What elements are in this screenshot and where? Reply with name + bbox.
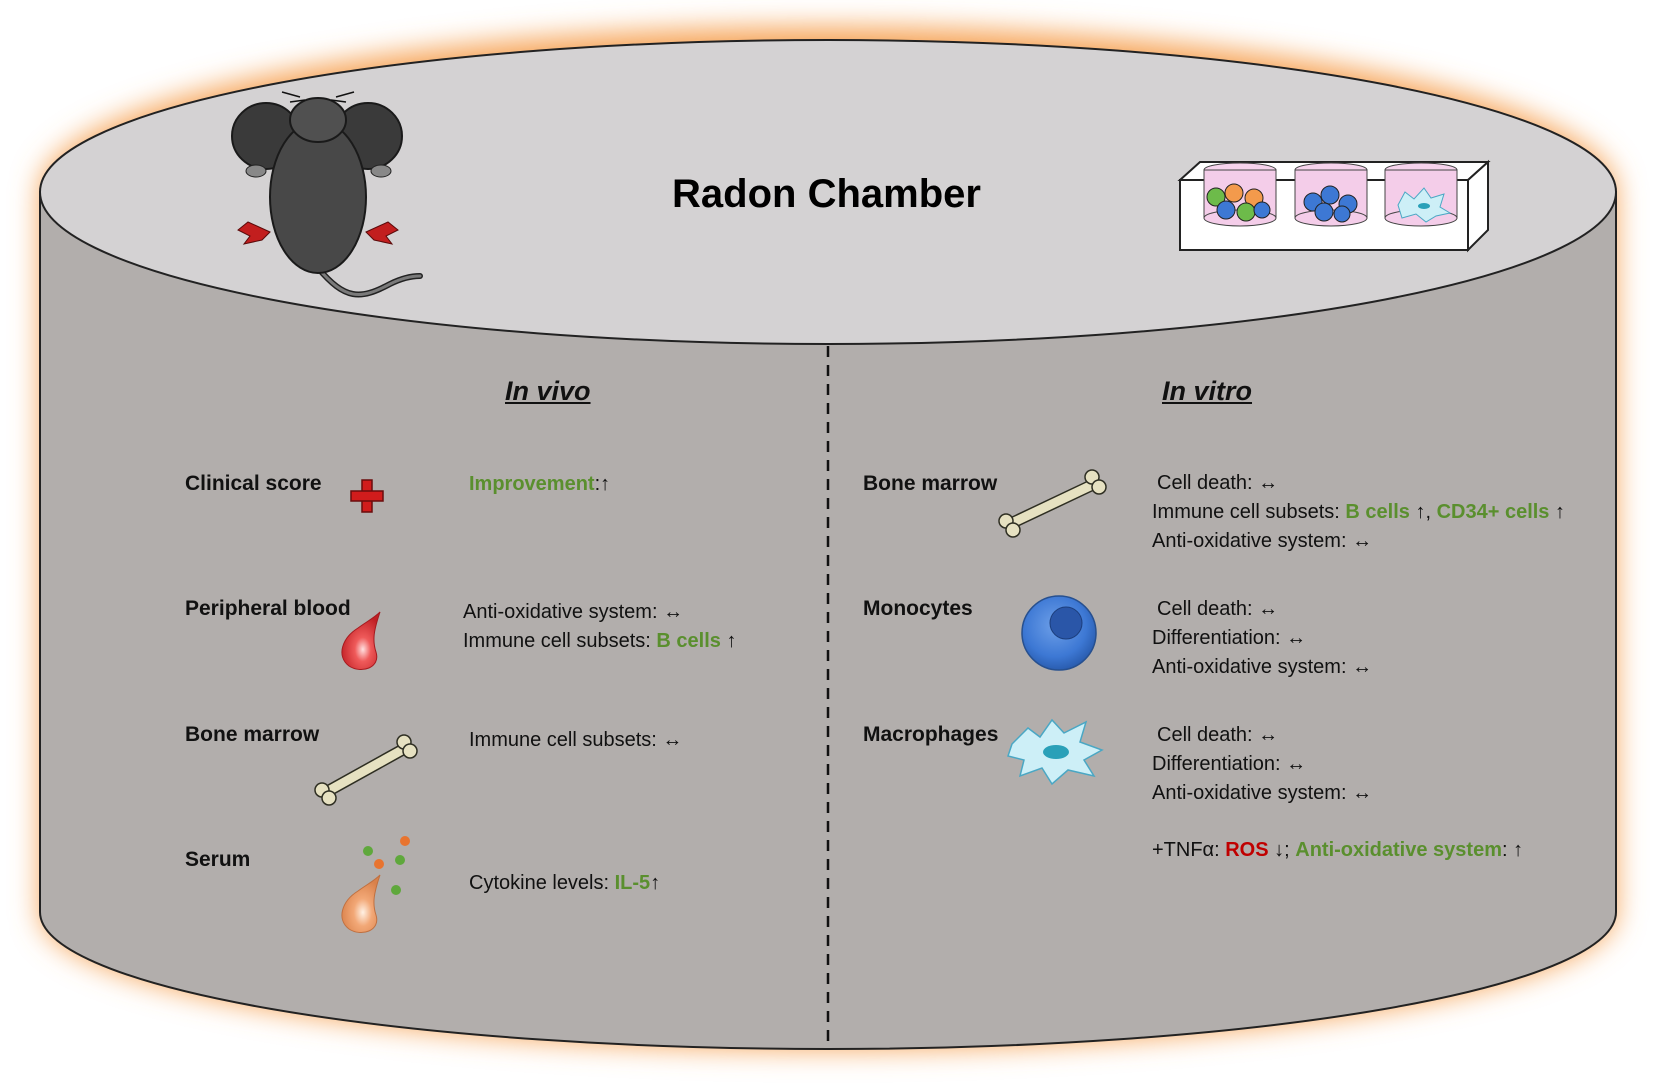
value-segment: Immune cell subsets: ↔ — [469, 729, 683, 751]
value-segment: +TNFα: — [1152, 839, 1226, 861]
mouse-icon — [231, 91, 423, 298]
in-vivo-label-serum: Serum — [185, 848, 251, 871]
value-segment: Anti-oxidative system — [1295, 839, 1502, 861]
in-vivo-bone-marrow-line: Immune cell subsets: ↔ — [469, 729, 682, 752]
in-vivo-heading: In vivo — [505, 376, 591, 406]
value-segment: Anti-oxidative system: ↔ — [463, 601, 684, 623]
in-vivo-label-bone-marrow: Bone marrow — [185, 723, 320, 746]
in-vivo-blood-line-2: Immune cell subsets: B cells ↑ — [463, 630, 736, 653]
value-segment: CD34+ cells — [1436, 501, 1550, 523]
value-segment: ↓; — [1268, 839, 1296, 861]
value-segment: Anti-oxidative system: ↔ — [1152, 782, 1373, 804]
value-segment: Anti-oxidative system: ↔ — [1152, 656, 1373, 678]
bone-icon — [314, 734, 418, 806]
value-segment: Differentiation: ↔ — [1152, 627, 1307, 649]
value-segment: B cells — [656, 630, 721, 652]
value-segment: Immune cell subsets: — [1152, 501, 1346, 523]
value-segment: Improvement — [469, 473, 595, 495]
value-segment: ↑ — [1549, 501, 1565, 523]
in-vitro-tnf-line: +TNFα: ROS ↓; Anti-oxidative system: ↑ — [1152, 839, 1523, 862]
value-segment: ↑ — [650, 872, 661, 894]
cell-culture-plate-icon — [1177, 159, 1491, 253]
bone-icon — [998, 469, 1107, 538]
value-segment: ROS — [1225, 839, 1269, 861]
value-segment: ↑ — [720, 630, 737, 652]
in-vivo-label-clinical-score: Clinical score — [185, 472, 322, 495]
in-vitro-macrophages-line-1: Cell death: ↔ — [1157, 724, 1278, 747]
value-segment: Cell death: ↔ — [1157, 472, 1279, 494]
macrophage-cell-icon — [1007, 718, 1104, 786]
red-cross-icon — [350, 479, 384, 513]
in-vitro-monocytes-line-1: Cell death: ↔ — [1157, 598, 1278, 621]
in-vitro-bone-marrow-line-3: Anti-oxidative system: ↔ — [1152, 530, 1372, 553]
page-title: Radon Chamber — [672, 172, 981, 216]
in-vivo-label-peripheral-blood: Peripheral blood — [185, 597, 351, 620]
value-segment: ↑, — [1409, 501, 1437, 523]
in-vitro-monocytes-line-3: Anti-oxidative system: ↔ — [1152, 656, 1372, 679]
value-segment: B cells — [1345, 501, 1410, 523]
in-vitro-label-bone-marrow: Bone marrow — [863, 472, 998, 495]
blood-drop-icon — [341, 611, 381, 670]
in-vitro-macrophages-line-2: Differentiation: ↔ — [1152, 753, 1306, 776]
in-vitro-bone-marrow-line-2: Immune cell subsets: B cells ↑, CD34+ ce… — [1152, 501, 1565, 524]
chamber-top — [39, 39, 1617, 345]
value-segment: Differentiation: ↔ — [1152, 753, 1307, 775]
value-segment: Cell death: ↔ — [1157, 598, 1279, 620]
in-vitro-monocytes-line-2: Differentiation: ↔ — [1152, 627, 1306, 650]
in-vitro-bone-marrow-line-1: Cell death: ↔ — [1157, 472, 1278, 495]
serum-drop-icon — [341, 836, 410, 933]
in-vivo-clinical-score-line: Improvement:↑ — [469, 473, 610, 496]
in-vivo-serum-line: Cytokine levels: IL-5↑ — [469, 872, 660, 895]
monocyte-cell-icon — [1021, 595, 1097, 671]
value-segment: Cell death: ↔ — [1157, 724, 1279, 746]
in-vitro-heading: In vitro — [1162, 376, 1253, 406]
value-segment: : ↑ — [1501, 839, 1524, 861]
value-segment: Anti-oxidative system: ↔ — [1152, 530, 1373, 552]
in-vitro-label-macrophages: Macrophages — [863, 723, 999, 746]
value-segment: :↑ — [594, 473, 611, 495]
in-vivo-blood-line-1: Anti-oxidative system: ↔ — [463, 601, 683, 624]
value-segment: Immune cell subsets: — [463, 630, 657, 652]
in-vitro-macrophages-line-3: Anti-oxidative system: ↔ — [1152, 782, 1372, 805]
in-vitro-label-monocytes: Monocytes — [863, 597, 973, 620]
value-segment: Cytokine levels: — [469, 872, 615, 894]
value-segment: IL-5 — [614, 872, 651, 894]
